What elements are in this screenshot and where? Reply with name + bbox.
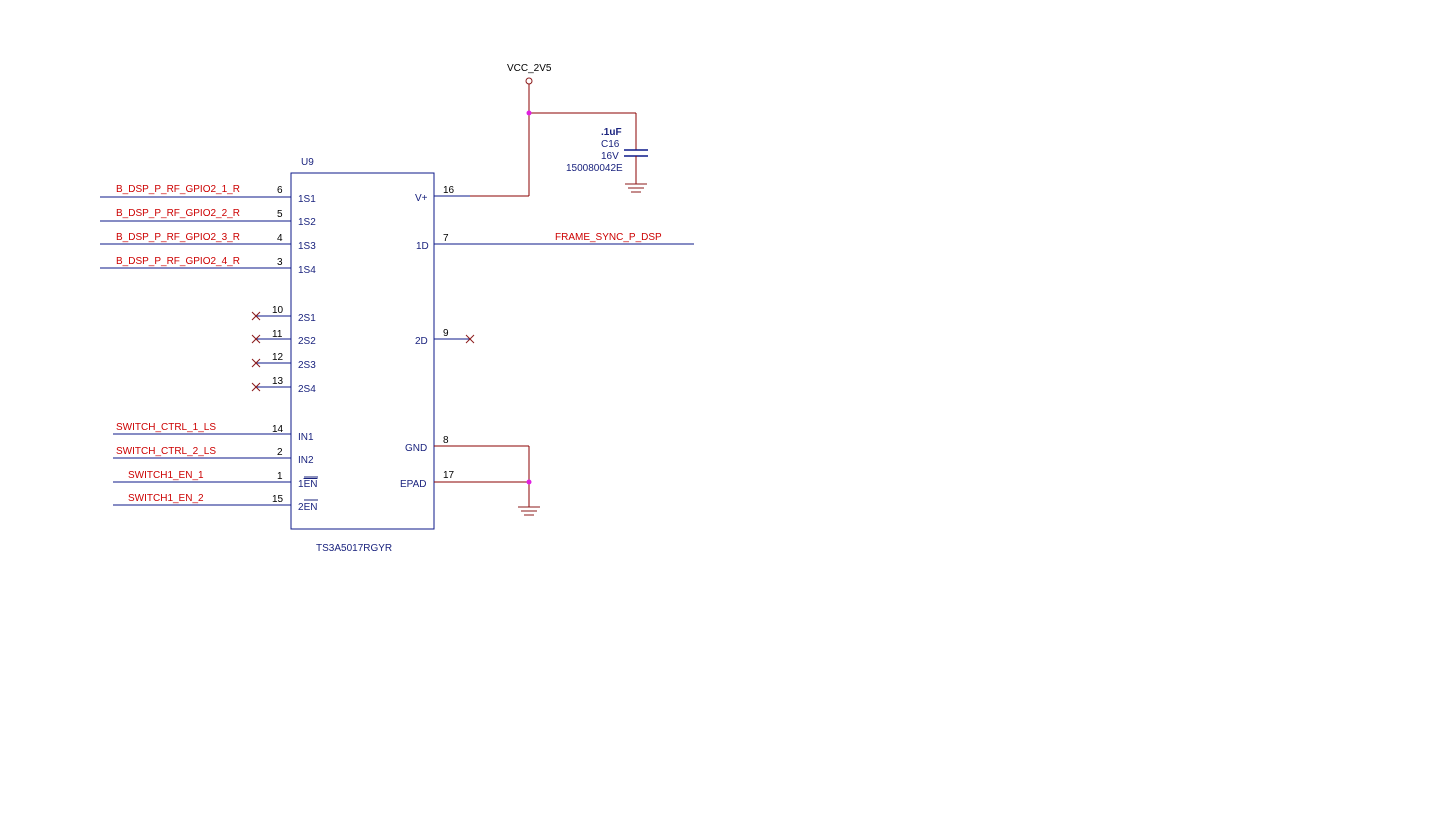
u9-part-number: TS3A5017RGYR [316, 543, 392, 554]
ground-icon [625, 183, 647, 193]
pin-number: 2 [277, 447, 283, 458]
pin-number: 15 [272, 494, 284, 505]
pin-name: V+ [415, 193, 428, 204]
capacitor-value: .1uF [601, 127, 622, 138]
no-connect-icon [251, 334, 261, 344]
pin-number: 7 [443, 233, 449, 244]
pin-2s1: 10 2S1 [251, 305, 316, 324]
pin-number: 13 [272, 376, 284, 387]
net-label: B_DSP_P_RF_GPIO2_4_R [116, 256, 240, 267]
pin-number: 9 [443, 328, 449, 339]
pin-in2: SWITCH_CTRL_2_LS 2 IN2 [113, 446, 314, 466]
no-connect-icon [251, 382, 261, 392]
pin-name: 1D [416, 241, 429, 252]
pin-name: 1S2 [298, 217, 316, 228]
pin-name: 2EN [298, 502, 317, 513]
pin-number: 5 [277, 209, 283, 220]
power-rail: VCC_2V5 [470, 63, 636, 197]
junction-dot [526, 110, 532, 116]
capacitor-c16: .1uF C16 16V 150080042E [566, 113, 648, 193]
capacitor-refdes: C16 [601, 139, 620, 150]
net-label: B_DSP_P_RF_GPIO2_2_R [116, 208, 240, 219]
pin-name: IN1 [298, 432, 314, 443]
pin-number: 8 [443, 435, 449, 446]
pin-2s2: 11 2S2 [251, 329, 316, 347]
pin-name: 2S1 [298, 313, 316, 324]
pin-1s4: B_DSP_P_RF_GPIO2_4_R 3 1S4 [100, 256, 316, 276]
pin-name: 1S3 [298, 241, 316, 252]
net-label: SWITCH_CTRL_2_LS [116, 446, 216, 457]
pin-number: 1 [277, 471, 283, 482]
pin-name: GND [405, 443, 427, 454]
pin-name: 2S2 [298, 336, 316, 347]
pin-number: 12 [272, 352, 284, 363]
no-connect-icon [465, 334, 475, 344]
pin-name: EPAD [400, 479, 427, 490]
pin-number: 6 [277, 185, 283, 196]
pin-number: 14 [272, 424, 284, 435]
net-label: B_DSP_P_RF_GPIO2_3_R [116, 232, 240, 243]
net-label: B_DSP_P_RF_GPIO2_1_R [116, 184, 240, 195]
pin-number: 10 [272, 305, 284, 316]
pin-number: 16 [443, 185, 455, 196]
capacitor-part-number: 150080042E [566, 163, 623, 174]
u9-body [290, 172, 435, 530]
pin-number: 3 [277, 257, 283, 268]
pin-2en: SWITCH1_EN_2 15 2EN [113, 493, 318, 513]
pin-number: 4 [277, 233, 283, 244]
pin-in1: SWITCH_CTRL_1_LS 14 IN1 [113, 422, 314, 443]
u9-refdes: U9 [301, 157, 314, 168]
net-label: SWITCH_CTRL_1_LS [116, 422, 216, 433]
pin-1d: 1D 7 FRAME_SYNC_P_DSP [416, 232, 694, 252]
pin-gnd: GND 8 [405, 435, 529, 454]
pin-1s3: B_DSP_P_RF_GPIO2_3_R 4 1S3 [100, 232, 316, 252]
pin-name: 1S1 [298, 194, 316, 205]
net-label: FRAME_SYNC_P_DSP [555, 232, 662, 243]
pin-1en: SWITCH1_EN_1 1 1EN [113, 470, 318, 490]
pin-2s3: 12 2S3 [251, 352, 316, 371]
pin-2d: 2D 9 [415, 328, 475, 347]
no-connect-icon [251, 311, 261, 321]
power-port-icon [525, 77, 533, 85]
pin-name: 2S4 [298, 384, 316, 395]
pin-2s4: 13 2S4 [251, 376, 316, 395]
pin-name: IN2 [298, 455, 314, 466]
power-rail-label: VCC_2V5 [507, 63, 552, 74]
no-connect-icon [251, 358, 261, 368]
pin-1s1: B_DSP_P_RF_GPIO2_1_R 6 1S1 [100, 184, 316, 205]
pin-1s2: B_DSP_P_RF_GPIO2_2_R 5 1S2 [100, 208, 316, 228]
pin-number: 17 [443, 470, 455, 481]
pin-number: 11 [272, 329, 283, 340]
pin-name: 1EN [298, 479, 317, 490]
ground-icon [518, 506, 540, 516]
net-label: SWITCH1_EN_1 [128, 470, 204, 481]
pin-name: 2S3 [298, 360, 316, 371]
pin-vplus: V+ 16 [415, 185, 470, 204]
pin-name: 1S4 [298, 265, 316, 276]
pin-name: 2D [415, 336, 428, 347]
pin-epad: EPAD 17 [400, 470, 529, 490]
net-label: SWITCH1_EN_2 [128, 493, 204, 504]
junction-dot [526, 479, 532, 485]
capacitor-voltage: 16V [601, 151, 619, 162]
